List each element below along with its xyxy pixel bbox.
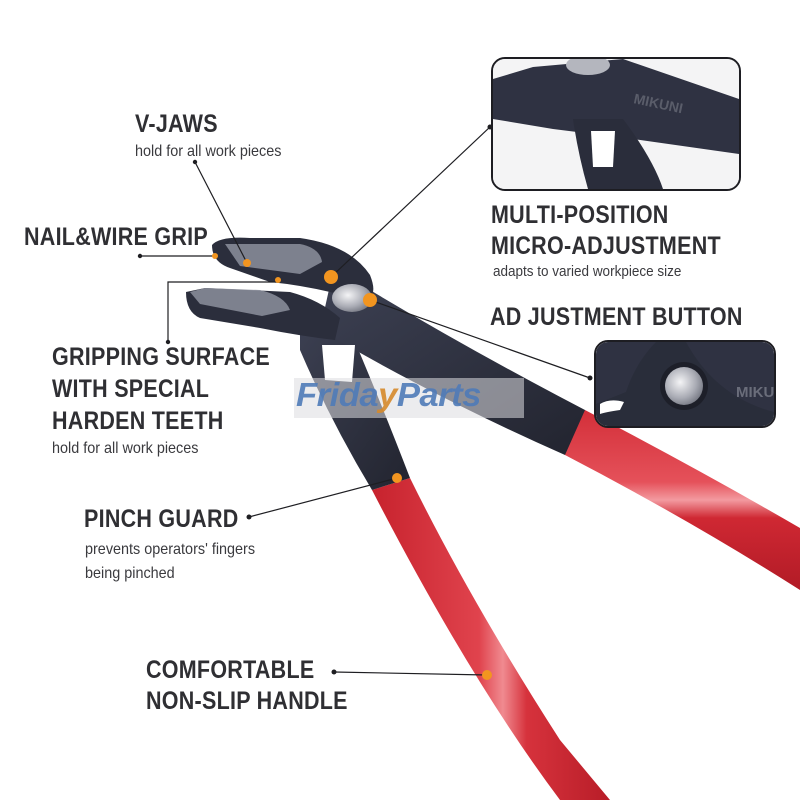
- callout-pinch-guard-subtitle-2: being pinched: [85, 565, 175, 582]
- callout-nail-wire-grip-title: NAIL&WIRE GRIP: [24, 223, 208, 251]
- inset-adjustment-button-photo: MIKU: [596, 342, 774, 426]
- callout-multi-position-subtitle: adapts to varied workpiece size: [493, 263, 682, 280]
- watermark-logo: FridayParts: [296, 376, 481, 413]
- callout-multi-position-title-1: MULTI-POSITION: [491, 201, 669, 229]
- callout-multi-position-title-2: MICRO-ADJUSTMENT: [491, 232, 721, 260]
- callout-handle-title-1: COMFORTABLE: [146, 656, 315, 684]
- callout-adjustment-button-title: AD JUSTMENT BUTTON: [490, 303, 743, 331]
- adjustment-button-part: [332, 284, 372, 312]
- callout-pinch-guard-title: PINCH GUARD: [84, 505, 239, 533]
- callout-gripping-surface-subtitle: hold for all work pieces: [52, 440, 199, 457]
- svg-text:MIKU: MIKU: [736, 384, 774, 401]
- callout-v-jaws-subtitle: hold for all work pieces: [135, 143, 282, 160]
- callout-gripping-surface-title-1: GRIPPING SURFACE: [52, 343, 270, 371]
- inset-adjustment-button: MIKU: [594, 340, 776, 428]
- watermark-band: [294, 378, 524, 418]
- inset-multi-position: MIKUNI: [491, 57, 741, 191]
- callout-gripping-surface-title-2: WITH SPECIAL: [52, 375, 210, 403]
- callout-v-jaws-title: V-JAWS: [135, 110, 218, 138]
- callout-dots: [212, 253, 492, 680]
- callout-handle-title-2: NON-SLIP HANDLE: [146, 687, 348, 715]
- inset-multi-position-photo: MIKUNI: [493, 59, 739, 189]
- lower-handle: [372, 478, 610, 800]
- upper-handle: [565, 410, 800, 590]
- callout-pinch-guard-subtitle-1: prevents operators' fingers: [85, 541, 256, 558]
- callout-gripping-surface-title-3: HARDEN TEETH: [52, 407, 224, 435]
